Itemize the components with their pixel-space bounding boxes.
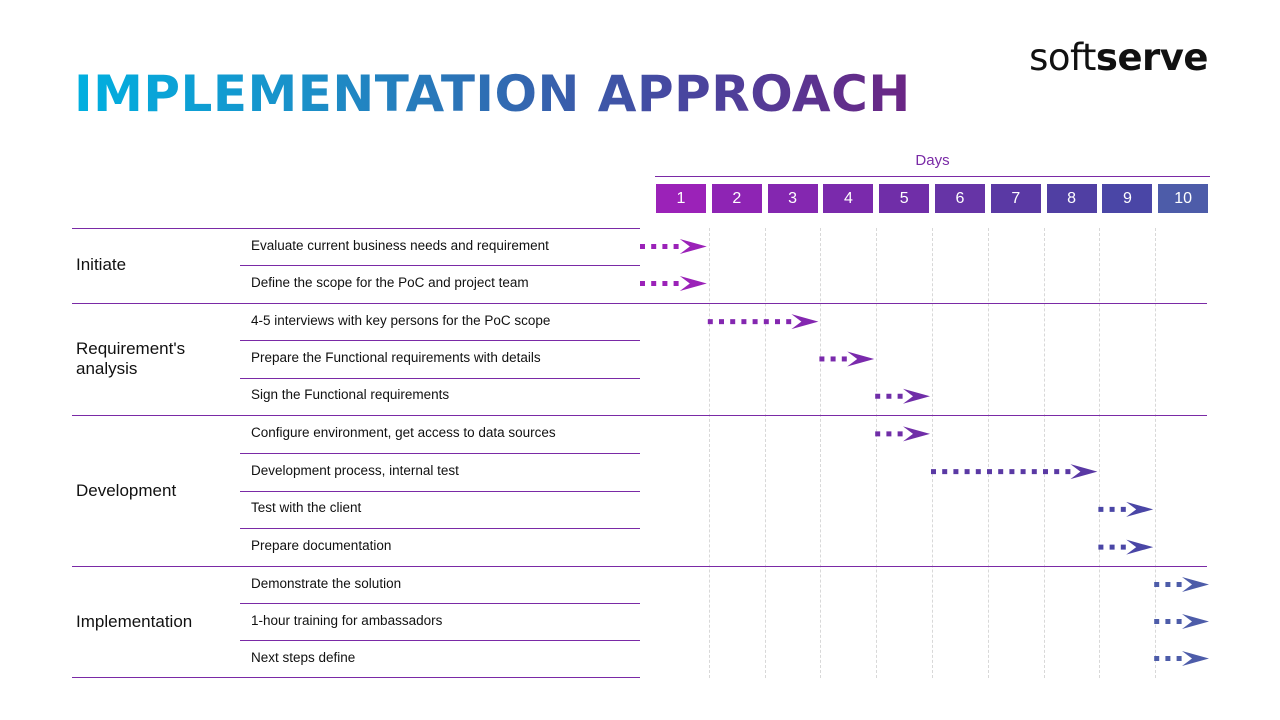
day-gridline [765,228,766,678]
task-label: Demonstrate the solution [251,575,402,591]
task-separator [240,452,640,454]
task-arrow [1098,501,1154,517]
task-separator [240,340,640,342]
phase-separator [72,303,1207,304]
day-gridline [988,228,989,678]
day-gridline [1099,228,1100,678]
task-arrow [707,314,819,330]
task-separator [240,265,640,266]
task-label: Define the scope for the PoC and project… [251,274,529,290]
phase-label: Initiate [76,255,127,274]
task-label: Prepare the Functional requirements with… [251,349,541,365]
phase-separator [72,228,640,229]
day-header-2: 2 [711,184,762,213]
day-header-4: 4 [823,184,874,213]
task-arrow [1154,651,1209,666]
logo-text-serve: serve [1095,36,1209,79]
day-gridline [1044,228,1045,678]
day-header-8: 8 [1046,184,1097,213]
logo-text-soft: soft [1029,36,1096,79]
day-gridline [932,228,933,678]
task-label: Development process, internal test [251,462,459,478]
softserve-logo: softserve [1029,36,1208,79]
task-arrow [931,464,1098,480]
task-label: Sign the Functional requirements [251,387,450,403]
phase-label: Implementation [76,611,193,631]
task-separator [240,603,640,604]
task-separator [240,490,640,492]
task-label: Evaluate current business needs and requ… [251,237,549,253]
task-separator [240,640,640,641]
day-header-9: 9 [1102,184,1153,213]
page-title: IMPLEMENTATION APPROACH [74,58,911,130]
phase-separator [72,415,1207,416]
task-arrow [1154,577,1209,592]
task-arrow [640,276,707,291]
days-rule [655,176,1210,177]
task-label: 4-5 interviews with key persons for the … [251,312,551,328]
task-arrow [640,239,707,254]
day-header-3: 3 [767,184,818,213]
day-gridline [1155,228,1156,678]
day-header-7: 7 [990,184,1041,213]
task-separator [240,377,640,379]
task-label: Prepare documentation [251,538,392,554]
day-gridline [709,228,710,678]
task-arrow [875,426,930,442]
task-label: Test with the client [251,500,362,516]
task-separator [240,528,640,530]
task-arrow [875,388,930,404]
days-label: Days [915,152,950,169]
day-header-1: 1 [656,184,706,213]
phase-label: Development [76,480,177,500]
task-arrow [819,351,875,367]
task-arrow [1098,539,1154,555]
day-gridline [876,228,877,678]
day-gridline [820,228,821,678]
day-header-5: 5 [879,184,930,213]
task-label: Next steps define [251,649,356,665]
phase-label: Requirement's analysis [76,338,186,378]
task-label: 1-hour training for ambassadors [251,612,443,628]
task-arrow [1154,614,1209,629]
table-bottom-border [72,677,640,678]
task-label: Configure environment, get access to dat… [251,424,556,440]
day-header-10: 10 [1158,184,1209,213]
day-header-6: 6 [935,184,985,213]
phase-separator [72,566,1207,567]
